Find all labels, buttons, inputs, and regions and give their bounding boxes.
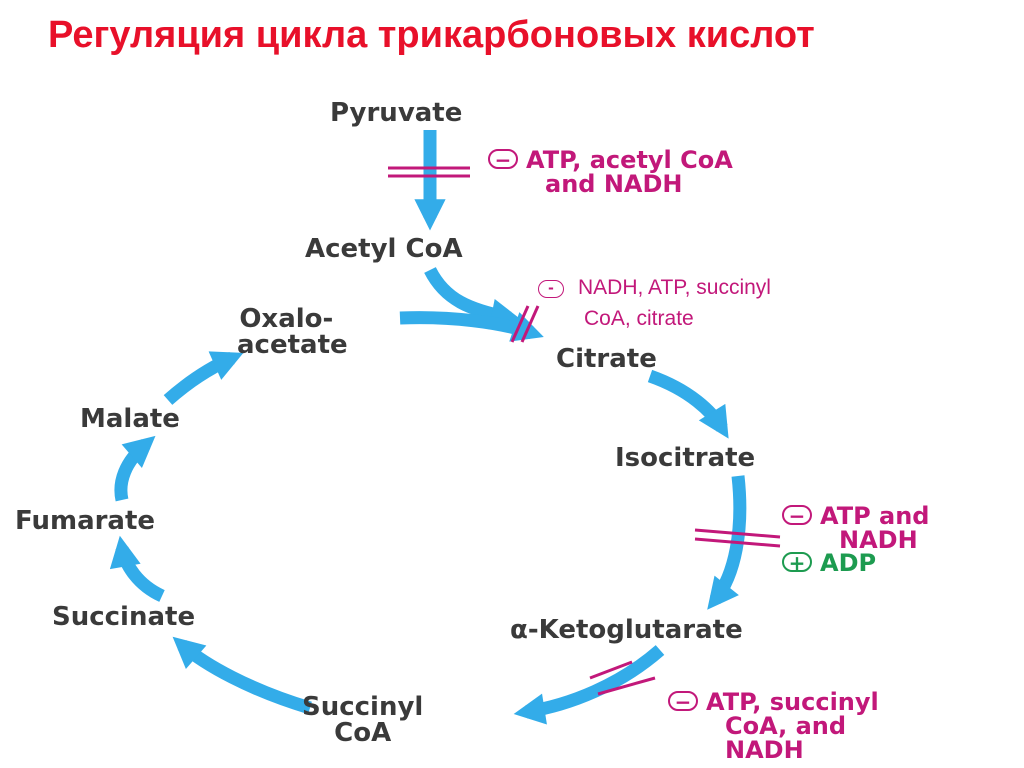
regulator-cs-line1: NADH, ATP, succinyl bbox=[578, 276, 771, 299]
node-oxaloacetate-line1: Oxalo- bbox=[239, 304, 334, 334]
regulator-idh-line2: NADH bbox=[839, 526, 918, 554]
arrow-citrate-to-isocitrate bbox=[647, 369, 729, 439]
node-succinyl-coa-line1: Succinyl bbox=[302, 692, 424, 722]
minus-sign-icon: − bbox=[782, 505, 812, 526]
inhibition-bar-idh-2 bbox=[694, 537, 781, 548]
arrow-malate-to-oxaloacetate bbox=[163, 351, 244, 405]
regulator-akgdh-line3: NADH bbox=[725, 736, 804, 764]
inhibition-bar-akgdh-2 bbox=[597, 676, 656, 696]
node-succinate: Succinate bbox=[52, 602, 196, 632]
regulator-akgdh-line1: ATP, succinyl bbox=[706, 688, 879, 716]
node-succinyl-coa-line2: CoA bbox=[334, 718, 392, 748]
plus-sign-icon: + bbox=[782, 552, 812, 573]
arrow-succinyl-coa-to-succinate bbox=[172, 636, 312, 715]
node-acetyl-coa: Acetyl CoA bbox=[305, 234, 463, 264]
node-pyruvate: Pyruvate bbox=[330, 98, 463, 128]
node-isocitrate: Isocitrate bbox=[615, 443, 756, 473]
regulator-akgdh: −ATP, succinyl CoA, and NADH bbox=[668, 690, 879, 762]
arrow-akg-to-succinyl-coa bbox=[513, 645, 665, 725]
page-title: Регуляция цикла трикарбоновых кислот bbox=[48, 14, 815, 56]
minus-sign-icon: - bbox=[538, 279, 564, 298]
regulator-idh-activator-text: ADP bbox=[820, 549, 877, 577]
regulator-idh-inhibitors: −ATP and NADH bbox=[782, 504, 930, 552]
regulator-pdh-line1: ATP, acetyl CoA bbox=[526, 146, 733, 174]
node-oxaloacetate-line2: acetate bbox=[237, 330, 348, 360]
arrow-succinate-to-fumarate bbox=[109, 535, 165, 602]
regulator-cs-line2: CoA, citrate bbox=[584, 307, 694, 330]
arrow-acetyl-coa-to-citrate bbox=[424, 266, 523, 330]
node-oxaloacetate: Oxalo- acetate bbox=[225, 306, 348, 358]
arrow-isocitrate-to-akg bbox=[707, 475, 747, 610]
inhibition-bar-cs-2 bbox=[520, 305, 540, 343]
node-succinyl-coa: Succinyl CoA bbox=[302, 694, 423, 746]
node-malate: Malate bbox=[80, 404, 180, 434]
minus-sign-icon: − bbox=[668, 691, 698, 712]
regulator-idh-activator: + ADP bbox=[782, 551, 876, 575]
inhibition-bar-idh-1 bbox=[694, 528, 781, 539]
regulator-pdh-line2: and NADH bbox=[545, 170, 683, 198]
node-fumarate: Fumarate bbox=[15, 506, 156, 536]
node-citrate: Citrate bbox=[556, 344, 657, 374]
regulator-akgdh-line2: CoA, and bbox=[725, 712, 847, 740]
inhibition-bar-akgdh-1 bbox=[589, 660, 633, 680]
node-alpha-ketoglutarate: α-Ketoglutarate bbox=[510, 615, 743, 645]
arrow-oxaloacetate-to-citrate bbox=[399, 311, 544, 342]
regulator-idh-line1: ATP and bbox=[820, 502, 930, 530]
inhibition-bar-cs-1 bbox=[510, 305, 530, 343]
regulator-pdh: −ATP, acetyl CoA and NADH bbox=[488, 148, 733, 196]
minus-sign-icon: − bbox=[488, 149, 518, 170]
regulator-citrate-synthase: -NADH, ATP, succinyl CoA, citrate bbox=[538, 272, 771, 334]
arrow-fumarate-to-malate bbox=[114, 435, 156, 502]
